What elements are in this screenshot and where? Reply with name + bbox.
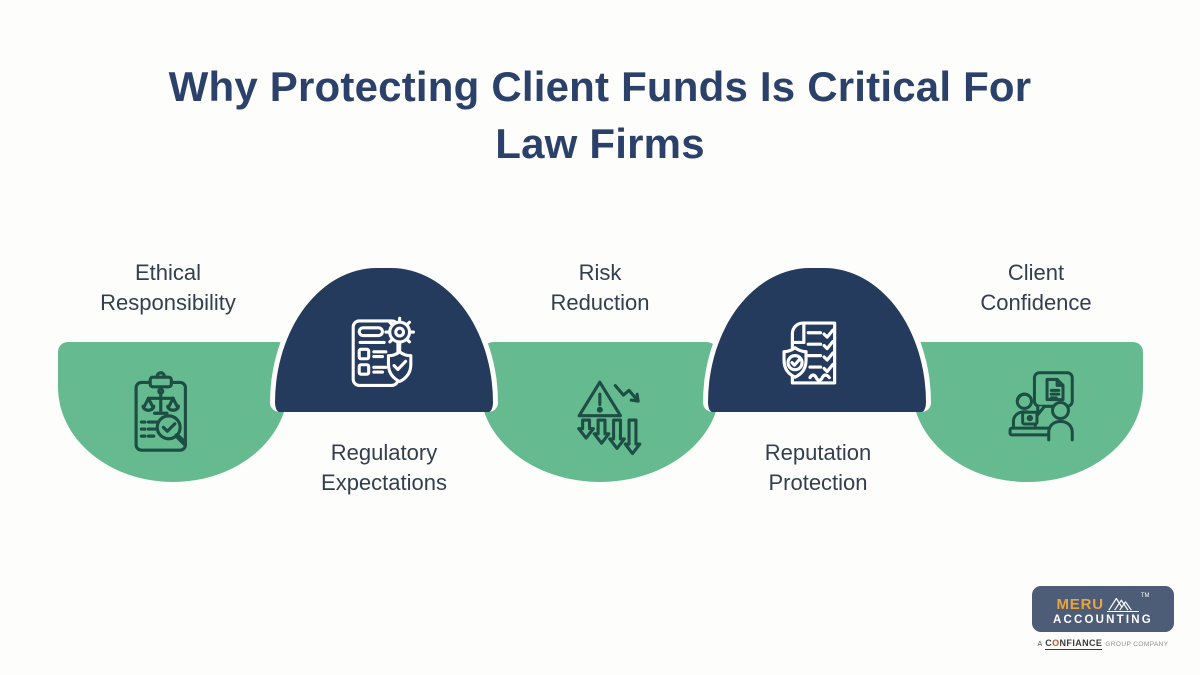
mountain-icon <box>1106 596 1139 612</box>
client-consultation-icon <box>1008 371 1074 442</box>
step-label-line: Protection <box>768 470 868 495</box>
step-label-client-confidence: Client Confidence <box>906 258 1166 318</box>
step-label-line: Responsibility <box>100 290 236 315</box>
document-gear-shield-icon <box>351 316 415 387</box>
page-title-line-2: Law Firms <box>495 120 705 167</box>
confiance-letter-o: O <box>1052 638 1060 648</box>
confiance-letter: C <box>1045 638 1053 648</box>
step-label-reputation-protection: Reputation Protection <box>688 438 948 498</box>
scroll-checklist-shield-icon <box>782 321 837 385</box>
meru-accounting-logo: MERU TM ACCOUNTING <box>1032 586 1174 632</box>
step-label-ethical-responsibility: Ethical Responsibility <box>38 258 298 318</box>
logo-brand-accounting: ACCOUNTING <box>1053 613 1153 626</box>
step-label-line: Reduction <box>550 290 650 315</box>
confiance-letters: NFIANCE <box>1059 638 1103 648</box>
step-label-risk-reduction: Risk Reduction <box>470 258 730 318</box>
step-label-line: Expectations <box>321 470 447 495</box>
step-label-line: Confidence <box>980 290 1092 315</box>
step-label-line: Client <box>1007 260 1065 285</box>
page-title-line-1: Why Protecting Client Funds Is Critical … <box>168 63 1032 110</box>
step-label-line: Regulatory <box>330 440 438 465</box>
clipboard-scales-audit-icon <box>134 371 188 452</box>
step-label-line: Ethical <box>134 260 202 285</box>
tagline-suffix: GROUP COMPANY <box>1105 641 1169 648</box>
logo-brand-meru: MERU <box>1056 595 1104 613</box>
tagline-prefix: A <box>1037 641 1043 648</box>
step-label-line: Risk <box>578 260 622 285</box>
trademark-symbol: TM <box>1140 592 1150 599</box>
warning-declining-arrows-icon <box>577 380 642 456</box>
page-title: Why Protecting Client Funds Is Critical … <box>0 58 1200 172</box>
step-label-line: Reputation <box>764 440 872 465</box>
logo-tagline: A CONFIANCE GROUP COMPANY <box>1032 638 1174 650</box>
logo-top-row: MERU TM <box>1056 592 1150 613</box>
confiance-wordmark: CONFIANCE <box>1045 638 1103 650</box>
step-label-regulatory-expectations: Regulatory Expectations <box>254 438 514 498</box>
